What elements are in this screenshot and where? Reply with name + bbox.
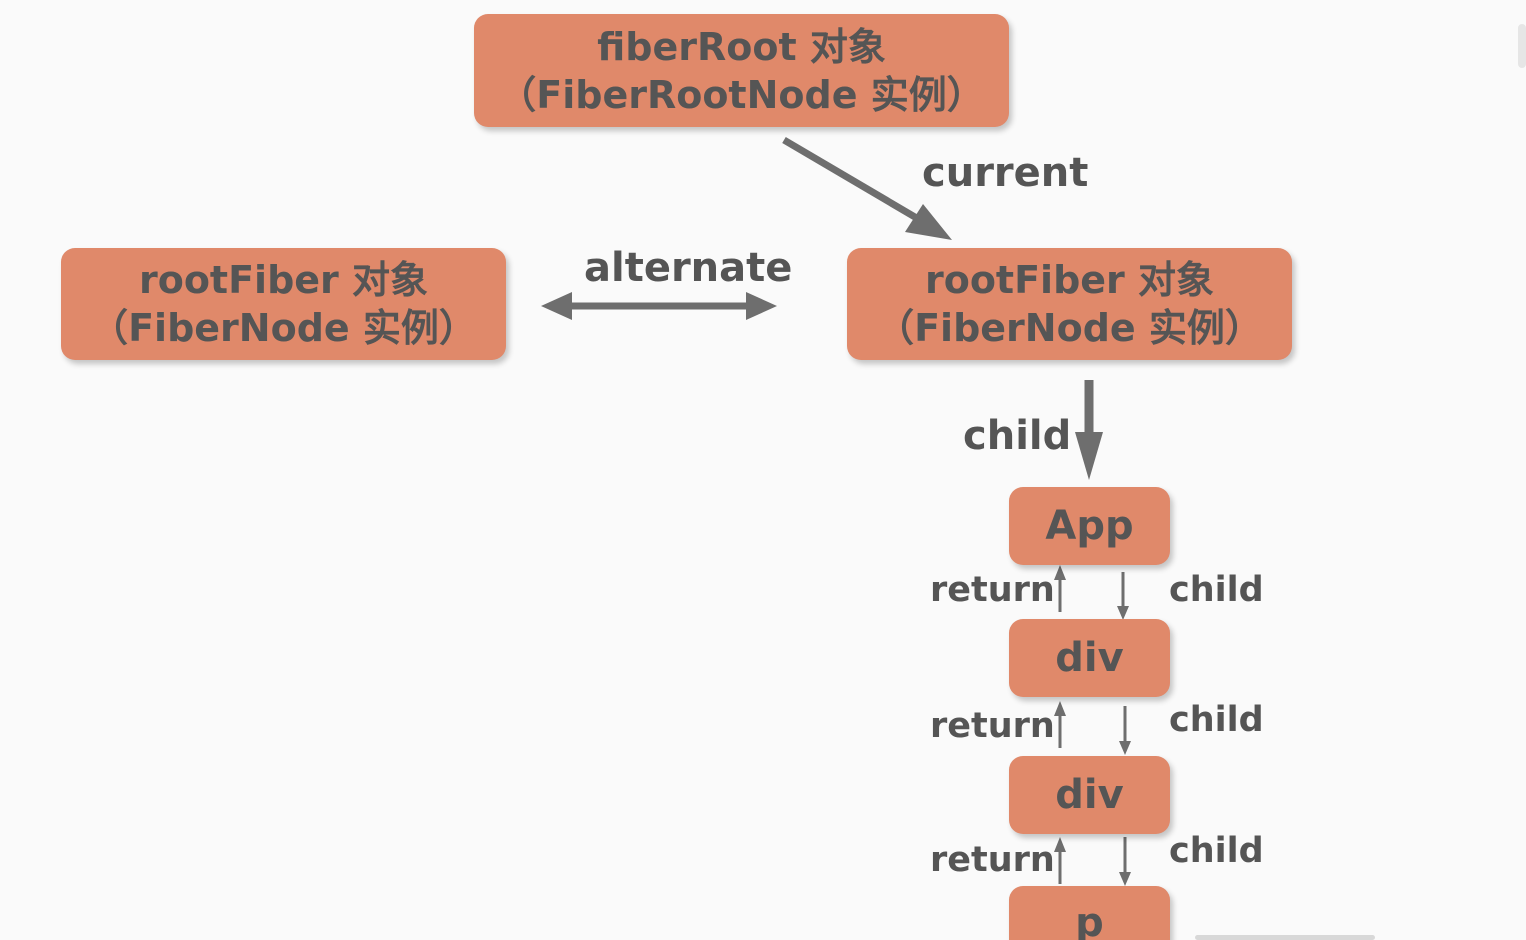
return-arrow-3 xyxy=(1054,837,1066,884)
fiber-root-title: fiberRoot 对象 xyxy=(597,24,886,69)
root-fiber-alternate-title: rootFiber 对象 xyxy=(138,258,429,302)
child-arrow-3 xyxy=(1119,837,1131,886)
app-node: App xyxy=(1009,487,1170,565)
div-node-2: div xyxy=(1009,756,1170,834)
current-label: current xyxy=(922,150,1089,196)
app-node-label: App xyxy=(1045,503,1134,549)
return-arrow-2 xyxy=(1054,701,1066,748)
fiber-root-subtitle: （FiberRootNode 实例） xyxy=(498,72,985,117)
p-node-label: p xyxy=(1075,900,1104,940)
root-fiber-current-subtitle: （FiberNode 实例） xyxy=(876,306,1263,350)
root-fiber-current-node: rootFiber 对象 （FiberNode 实例） xyxy=(847,248,1292,360)
return-label-3: return xyxy=(930,840,1055,880)
root-fiber-alternate-node: rootFiber 对象 （FiberNode 实例） xyxy=(61,248,506,360)
return-label-1: return xyxy=(930,570,1055,610)
root-fiber-current-title: rootFiber 对象 xyxy=(924,258,1215,302)
child-label-1: child xyxy=(1169,570,1264,610)
return-arrow-1 xyxy=(1054,565,1066,612)
root-fiber-alternate-subtitle: （FiberNode 实例） xyxy=(90,306,477,350)
child-arrow-1 xyxy=(1117,572,1129,620)
div-node-1: div xyxy=(1009,619,1170,697)
fiber-root-node: fiberRoot 对象 （FiberRootNode 实例） xyxy=(474,14,1009,127)
child-label-3: child xyxy=(1169,831,1264,871)
child-arrow-2 xyxy=(1119,706,1131,755)
child-main-label: child xyxy=(963,413,1072,459)
child-label-2: child xyxy=(1169,700,1264,740)
vertical-scrollbar[interactable] xyxy=(1518,24,1526,68)
p-node: p xyxy=(1009,886,1170,940)
div-node-1-label: div xyxy=(1055,635,1124,681)
child-arrow-main xyxy=(1075,380,1103,480)
return-label-2: return xyxy=(930,706,1055,746)
div-node-2-label: div xyxy=(1055,772,1124,818)
horizontal-scrollbar[interactable] xyxy=(1195,935,1375,940)
alternate-label: alternate xyxy=(584,245,793,291)
alternate-arrow xyxy=(541,292,777,320)
